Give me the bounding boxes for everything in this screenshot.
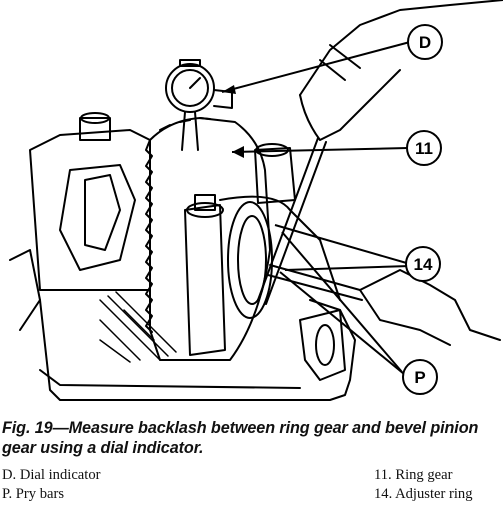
svg-text:P: P: [414, 368, 425, 387]
ring-gear: [145, 117, 271, 361]
legend-item-adjuster-ring: 14. Adjuster ring: [374, 486, 473, 502]
pinion-gear-hatching: [99, 291, 177, 363]
figure-legend: D. Dial indicator P. Pry bars 11. Ring g…: [2, 466, 502, 506]
legend-item-pry-bars: P. Pry bars: [2, 486, 65, 502]
housing-base: [19, 299, 356, 401]
adjuster-ring: [219, 195, 341, 319]
figure-caption: Fig. 19—Measure backlash between ring ge…: [2, 419, 479, 457]
callout-P: P: [402, 359, 438, 395]
technical-illustration: D 11 14 P: [9, 0, 503, 401]
callout-14: 14: [405, 246, 441, 282]
callout-D: D: [407, 24, 443, 60]
bearing-cap: [184, 143, 296, 356]
legend-item-ring-gear: 11. Ring gear: [374, 467, 453, 483]
svg-text:D: D: [419, 33, 431, 52]
svg-text:11: 11: [415, 139, 433, 158]
legend-column-right: 11. Ring gear 14. Adjuster ring: [374, 466, 473, 504]
hand-upper: [299, 0, 503, 141]
legend-item-dial-indicator: D. Dial indicator: [2, 467, 101, 483]
legend-column-left: D. Dial indicator P. Pry bars: [2, 466, 100, 504]
callout-11: 11: [406, 130, 442, 166]
leader-lines: [221, 41, 411, 375]
arrowheads: [222, 85, 244, 158]
hand-lower: [359, 269, 501, 346]
svg-text:14: 14: [414, 255, 433, 274]
dial-indicator: [165, 59, 233, 151]
